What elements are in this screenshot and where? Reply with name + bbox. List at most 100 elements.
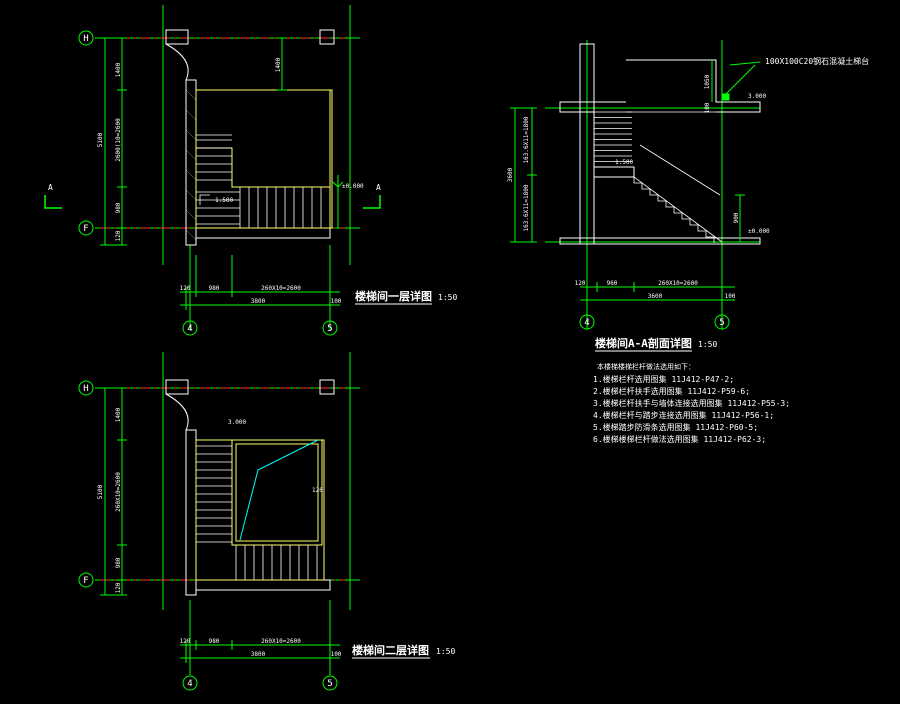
plan1-scale: 1:50 (438, 293, 457, 302)
section-axis-4: 4 (584, 318, 589, 328)
section-elev-top: 3.000 (748, 93, 766, 100)
plan1-door-swing (165, 43, 189, 81)
notes-line-2: 2.楼梯栏杆扶手选用图集 11J412-P59-6; (593, 386, 750, 396)
section-aa: 4 5 100X100C20钢石混凝土梯台 3.000 1.500 ±0.000… (507, 40, 869, 352)
plan1-bottom-wall (195, 227, 331, 239)
section-title: 楼梯间A-A剖面详图 (595, 336, 692, 350)
plan1-elev-1: 1.500 (215, 197, 233, 204)
plan2-bottom-dims (180, 640, 340, 663)
section-dim-bot-1: 120 (575, 280, 586, 287)
plan1-top-wall-left (165, 29, 189, 45)
plan2-dim-right: 120 (312, 487, 323, 494)
plan1-bottom-dims (180, 255, 340, 310)
plan2-left-wall (185, 429, 197, 596)
section-left-dims (510, 107, 537, 243)
section-dim-right-1: 1050 (704, 74, 711, 89)
plan1-dim-left-4: 120 (115, 230, 122, 241)
plan1-section-marks (44, 195, 381, 209)
plan2-title: 楼梯间二层详图 (352, 643, 429, 657)
plan1-dim-bot-3: 260X10=2600 (261, 285, 301, 292)
plan1-section-label-left: A (48, 183, 53, 192)
section-right-dims (711, 60, 745, 242)
plan1-section-label-right: A (376, 183, 381, 192)
plan2-dim-left-1: 1400 (115, 407, 122, 422)
section-stairs (594, 111, 715, 243)
plan2-treads (196, 445, 318, 580)
section-bottom-dims (580, 282, 735, 305)
section-dim-bot-2: 960 (607, 280, 618, 287)
section-ground (559, 237, 761, 245)
section-elev-mid: 1.500 (615, 159, 633, 166)
section-dim-bot-3: 260X10=2600 (658, 280, 698, 287)
plan2-dim-bot-total: 3800 (251, 651, 266, 658)
plan2-axis-5: 5 (327, 679, 332, 689)
section-dim-right-3: 100 (704, 102, 711, 113)
section-axis-bubbles (579, 314, 730, 330)
plan2-dim-bot-4: 100 (331, 651, 342, 658)
plan2-dim-bot-2: 980 (209, 638, 220, 645)
plan1-left-wall (185, 79, 197, 246)
section-dim-right-2: 900 (733, 212, 740, 223)
notes-heading: 本楼梯楼梯栏杆做法选用如下： (597, 362, 695, 371)
plan2-dim-bot-3: 260X10=2600 (261, 638, 301, 645)
section-dim-bot-4: 100 (725, 293, 736, 300)
plan1-axis-lines (95, 5, 360, 330)
plan2-walls (165, 379, 335, 596)
section-dim-left-2: 163.6X11=1800 (523, 184, 530, 231)
plan2-door-swing (165, 393, 189, 431)
plan2-axis-bubbles (78, 380, 338, 691)
plan2-bottom-wall (195, 579, 331, 591)
plan1-top-wall-right (319, 29, 335, 45)
plan1-axis-bubbles (78, 30, 338, 336)
plan1-dim-left-3: 980 (115, 202, 122, 213)
plan2-dim-bot-1: 120 (180, 638, 191, 645)
plan1-dim-left-2: 2600(10=2600 (115, 118, 122, 162)
plan1-dim-bot-total: 3800 (251, 298, 266, 305)
section-dim-left-1: 163.6X11=1800 (523, 116, 530, 163)
notes-line-5: 5.楼梯踏步防滑条选用图集 11J412-P60-5; (593, 422, 758, 432)
plan1-stair (195, 89, 333, 229)
plan1-left-dims (100, 37, 127, 246)
section-landing (593, 166, 635, 178)
plan2-top-wall-left (165, 379, 189, 395)
plan2-elev-1: 3.000 (228, 419, 246, 426)
plan1-axis-4: 4 (187, 324, 192, 334)
section-dim-left-total: 3600 (507, 167, 514, 182)
plan2-dim-left-3: 980 (115, 557, 122, 568)
plan2-axis-f: F (83, 576, 88, 586)
plan1-dim-bot-1: 120 (180, 285, 191, 292)
section-scale: 1:50 (698, 340, 717, 349)
plan1-dim-top-inner: 1400 (275, 57, 282, 72)
plan2-scale: 1:50 (436, 647, 455, 656)
plan1-walls (165, 29, 335, 246)
plan1-dim-left-1: 1400 (115, 62, 122, 77)
section-axis-lines (545, 40, 760, 330)
plan1-dim-left-total: 5100 (97, 132, 104, 147)
notes-line-4: 4.楼梯栏杆与踏步连接选用图集 11J412-P56-1; (593, 410, 774, 420)
plan2-axis-lines (95, 352, 360, 675)
plan1-dim-bot-2: 980 (209, 285, 220, 292)
section-structure (559, 43, 761, 245)
plan1-axis-5: 5 (327, 324, 332, 334)
plan1-axis-h: H (83, 34, 88, 44)
notes-line-3: 3.楼梯栏杆扶手与墙体连接选用图集 11J412-P55-3; (593, 398, 790, 408)
section-dim-bot-total: 3600 (648, 293, 663, 300)
section-axis-5: 5 (719, 318, 724, 328)
notes-block: 本楼梯楼梯栏杆做法选用如下： 1.楼梯栏杆选用图集 11J412-P47-2; … (593, 362, 790, 444)
plan-2: H F 4 5 1400 260X10=2600 980 120 5100 12… (78, 352, 455, 691)
plan1-axis-f: F (83, 224, 88, 234)
plan2-dim-left-4: 120 (115, 582, 122, 593)
notes-line-6: 6.楼梯楼梯栏杆做法选用图集 11J412-P62-3; (593, 434, 766, 444)
plan2-left-dims (100, 387, 127, 596)
plan2-break-line (239, 439, 319, 541)
plan1-dim-bot-4: 100 (331, 298, 342, 305)
plan1-elev-2: ±0.000 (342, 183, 364, 190)
plan1-treads (196, 139, 322, 228)
plan1-title: 楼梯间一层详图 (355, 289, 432, 303)
plan-1: H F 4 5 A A 1400 2600(10=2600 980 120 51… (44, 5, 457, 336)
plan2-dim-left-total: 5100 (97, 484, 104, 499)
notes-line-1: 1.楼梯栏杆选用图集 11J412-P47-2; (593, 374, 734, 384)
section-callout: 100X100C20钢石混凝土梯台 (765, 56, 869, 66)
